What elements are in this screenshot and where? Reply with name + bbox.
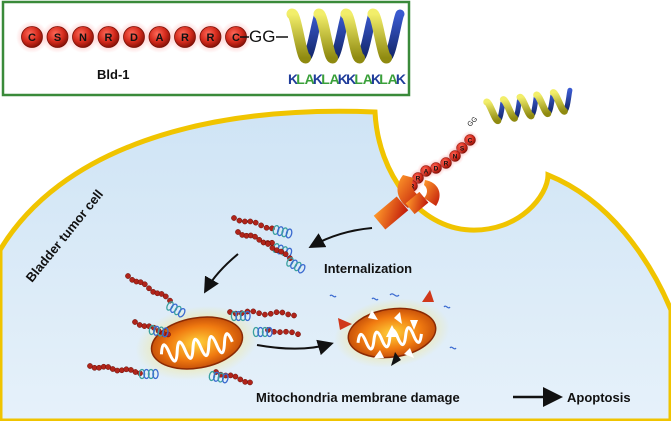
inset-bead-label: S — [54, 32, 61, 44]
inset-helix — [286, 8, 405, 64]
small-helix — [483, 87, 573, 125]
damaged-mitochondrion-icon — [329, 290, 457, 368]
inset-bead: A — [143, 21, 176, 53]
inset-bead-label: D — [130, 32, 138, 44]
helix-residue: A — [388, 71, 398, 87]
process-arrows — [204, 227, 563, 407]
arrow-internalization — [308, 227, 373, 248]
damage-label: Mitochondria membrane damage — [256, 390, 460, 405]
inset-peptide-name: Bld-1 — [97, 67, 130, 82]
inset-linker: GG — [249, 27, 275, 46]
internalized-conjugates — [231, 215, 306, 274]
arrow-to-damage — [256, 339, 334, 356]
inset-bead: R — [169, 21, 201, 53]
conjugate-chain — [132, 319, 171, 338]
small-bead-label: S — [460, 146, 465, 153]
inset-bead-label: C — [28, 32, 36, 44]
inset-bead: N — [67, 21, 99, 53]
helix-residue: L — [354, 71, 363, 87]
conjugate-chain — [227, 308, 297, 322]
small-bead-label: R — [444, 161, 449, 168]
inset-bead-label: R — [207, 32, 215, 44]
helix-residue: L — [321, 71, 330, 87]
helix-residue: L — [379, 71, 388, 87]
helix-residue: K — [371, 71, 381, 87]
small-bead-label: R — [416, 176, 421, 183]
inset-bead-label: A — [156, 32, 164, 44]
small-linker: GG — [466, 116, 479, 129]
small-bead-label: C — [468, 138, 473, 145]
helix-residue: A — [363, 71, 373, 87]
inset-bead: C — [16, 21, 48, 53]
helix-residue: K — [396, 71, 406, 87]
small-bead-label: D — [434, 166, 439, 173]
released-fragments — [329, 293, 457, 350]
internalization-label: Internalization — [324, 261, 412, 276]
helix-residue: K — [338, 71, 348, 87]
mitochondrion-icon — [135, 305, 259, 381]
arrow-to-mitochondria — [204, 253, 239, 294]
inset-bead: S — [41, 21, 74, 53]
inset-bead-label: R — [105, 32, 113, 44]
helix-residue: A — [305, 71, 315, 87]
conjugate-chain — [235, 229, 293, 258]
inset-bead-label: N — [79, 32, 87, 44]
apoptosis-label: Apoptosis — [567, 390, 631, 405]
mitochondrion-bound-conjugates — [87, 273, 301, 386]
inset-bead-label: R — [181, 32, 189, 44]
inset-bead: R — [194, 21, 227, 53]
helix-residue: A — [330, 71, 340, 87]
conjugate-chain — [231, 215, 293, 239]
conjugate-chain — [87, 363, 159, 380]
helix-residue: K — [288, 71, 298, 87]
helix-residue: K — [313, 71, 323, 87]
small-bead-label: A — [424, 169, 429, 176]
membrane-pore-arrows — [338, 290, 434, 366]
small-bead-label: N — [453, 154, 458, 161]
helix-residue: L — [296, 71, 305, 87]
y-shaped-receptor-icon — [373, 175, 440, 230]
conjugate-chain — [265, 241, 306, 274]
helix-residue: K — [346, 71, 356, 87]
inset-bead: R — [92, 21, 125, 53]
conjugate-chain — [208, 369, 253, 386]
inset-bead-label: C — [232, 32, 240, 44]
conjugate-chain — [252, 326, 301, 338]
conjugate-chain — [125, 273, 186, 318]
